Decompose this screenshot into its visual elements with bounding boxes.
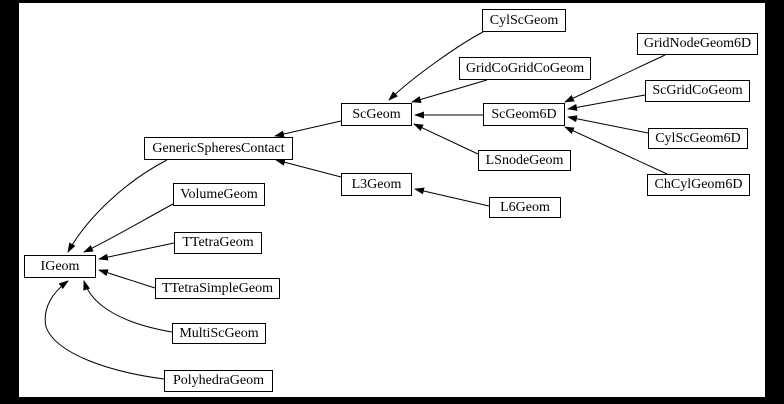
edge-GenericSpheresContact-to-IGeom — [67, 159, 168, 253]
node-ScGeom6D[interactable]: ScGeom6D — [483, 103, 565, 126]
node-GenericSpheresContact[interactable]: GenericSpheresContact — [144, 137, 293, 160]
diagram-canvas — [19, 3, 765, 397]
node-GridCoGridCoGeom[interactable]: GridCoGridCoGeom — [459, 57, 591, 80]
node-ScGeom[interactable]: ScGeom — [341, 103, 412, 126]
node-VolumeGeom[interactable]: VolumeGeom — [173, 183, 265, 206]
edge-ScGridCoGeom-to-ScGeom6D — [567, 94, 646, 111]
edge-VolumeGeom-to-IGeom — [83, 203, 174, 253]
edge-GridCoGridCoGeom-to-ScGeom — [411, 79, 488, 103]
node-CylScGeom6D[interactable]: CylScGeom6D — [648, 128, 748, 149]
node-TTetraSimpleGeom[interactable]: TTetraSimpleGeom — [155, 278, 280, 299]
node-L3Geom[interactable]: L3Geom — [341, 173, 412, 196]
edge-ChCylGeom6D-to-ScGeom6D — [564, 126, 668, 175]
edge-CylScGeom6D-to-ScGeom6D — [567, 115, 649, 134]
node-IGeom[interactable]: IGeom — [24, 255, 96, 278]
node-L6Geom[interactable]: L6Geom — [489, 197, 561, 218]
edge-L6Geom-to-L3Geom — [414, 187, 490, 207]
edge-CylScGeom-to-ScGeom — [388, 31, 484, 101]
edge-ScGeom-to-GenericSpheresContact — [274, 120, 342, 138]
edge-MultiScGeom-to-IGeom — [83, 280, 173, 333]
node-CylScGeom[interactable]: CylScGeom — [482, 9, 566, 32]
node-ScGridCoGeom[interactable]: ScGridCoGeom — [645, 80, 750, 102]
node-MultiScGeom[interactable]: MultiScGeom — [172, 323, 266, 344]
edge-GridNodeGeom6D-to-ScGeom6D — [564, 54, 666, 103]
edge-TTetraGeom-to-IGeom — [98, 242, 175, 261]
node-PolyhedraGeom[interactable]: PolyhedraGeom — [164, 370, 273, 392]
edge-L3Geom-to-GenericSpheresContact — [275, 158, 342, 178]
node-ChCylGeom6D[interactable]: ChCylGeom6D — [647, 174, 750, 196]
edge-TTetraSimpleGeom-to-IGeom — [98, 269, 156, 289]
edge-PolyhedraGeom-to-IGeom — [44, 280, 165, 380]
node-GridNodeGeom6D[interactable]: GridNodeGeom6D — [637, 33, 758, 55]
node-TTetraGeom[interactable]: TTetraGeom — [174, 232, 262, 254]
edge-LSnodeGeom-to-ScGeom — [413, 123, 479, 155]
node-LSnodeGeom[interactable]: LSnodeGeom — [478, 150, 571, 171]
